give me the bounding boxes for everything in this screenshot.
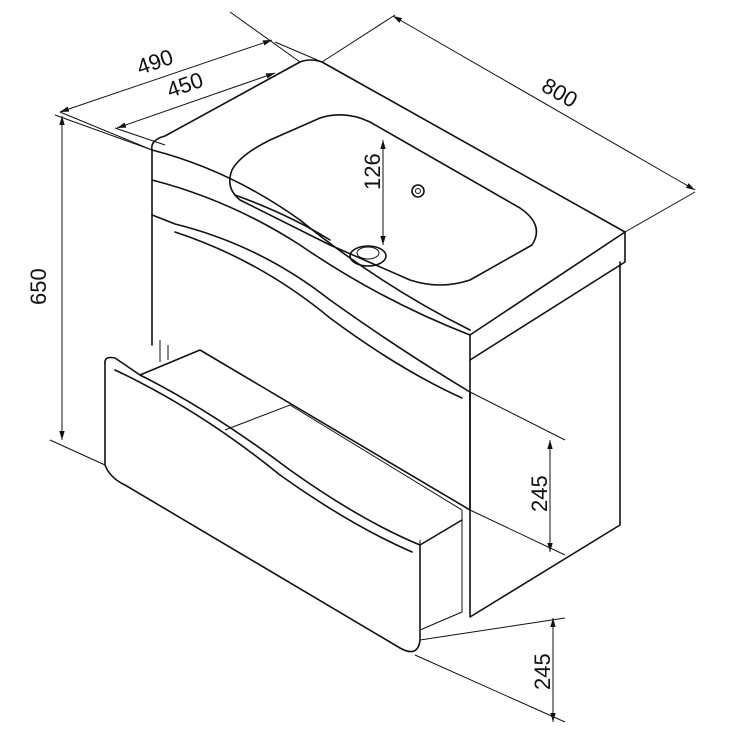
lower-drawer	[104, 349, 471, 653]
dimension-126: 126	[360, 140, 386, 245]
upper-drawer	[151, 214, 471, 511]
dim-label-650: 650	[26, 268, 51, 305]
dimension-490: 490	[59, 39, 273, 113]
overflow-hole	[411, 184, 425, 198]
dimension-650: 650	[26, 116, 65, 440]
countertop	[150, 59, 626, 361]
dim-label-800: 800	[538, 73, 582, 113]
dim-label-450: 450	[163, 67, 206, 103]
dimension-800: 800	[392, 15, 696, 191]
dim-label-126: 126	[360, 153, 385, 190]
dim-label-245-upper: 245	[527, 475, 552, 512]
basin	[229, 114, 538, 286]
dimension-245-lower: 245	[530, 618, 556, 722]
drain	[349, 245, 387, 267]
dim-label-245-lower: 245	[530, 653, 555, 690]
dimension-245-upper: 245	[527, 440, 553, 552]
extension-lines	[49, 11, 696, 723]
